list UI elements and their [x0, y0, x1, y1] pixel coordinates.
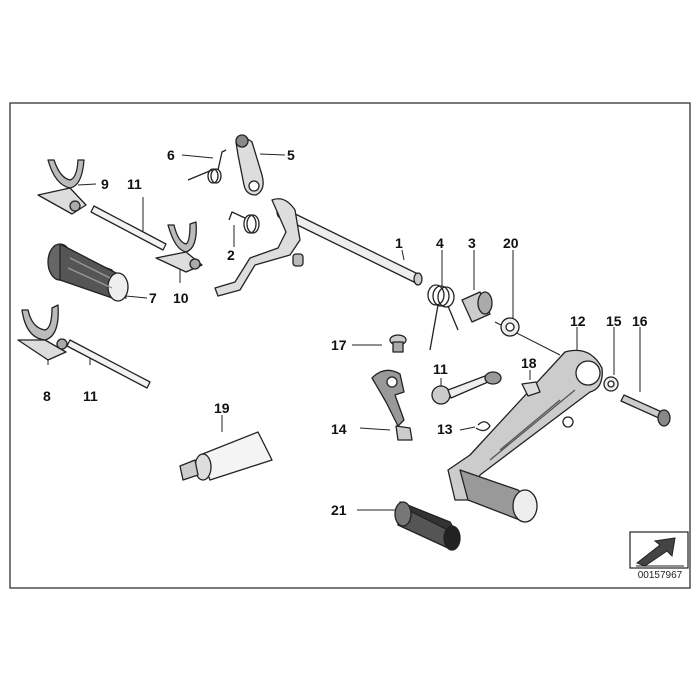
navigation-arrow-icon[interactable]	[629, 531, 689, 569]
callout-4[interactable]: 4	[436, 235, 444, 251]
callout-18[interactable]: 17	[331, 337, 347, 353]
callout-12[interactable]: 11	[433, 361, 448, 377]
selector-lever	[235, 134, 264, 196]
callout-7[interactable]: 7	[149, 290, 157, 306]
callout-3[interactable]: 3	[468, 235, 476, 251]
diagram-number: 00157967	[637, 570, 683, 581]
return-spring	[427, 284, 459, 351]
torsion-spring-lever	[228, 211, 260, 234]
washer	[500, 317, 520, 337]
callout-16[interactable]: 15	[606, 313, 622, 329]
pedal-rubber	[394, 501, 461, 551]
shift-fork-middle	[155, 221, 203, 273]
callout-19[interactable]: 18	[521, 355, 537, 371]
callout-11-lower[interactable]: 11	[83, 388, 98, 404]
shift-drum	[47, 243, 129, 302]
spring-clip	[475, 421, 491, 432]
callout-5[interactable]: 5	[287, 147, 295, 163]
callout-15[interactable]: 14	[331, 421, 347, 437]
diagram-border	[9, 102, 691, 589]
shift-fork-lower	[17, 304, 68, 361]
grease-tube	[179, 431, 273, 481]
pedal-bolt	[620, 394, 671, 427]
ball-joint-rod	[431, 371, 502, 405]
pedal-washer	[603, 376, 619, 392]
shift-pedal	[447, 349, 603, 523]
shift-fork-upper	[37, 159, 87, 215]
callout-17[interactable]: 16	[632, 313, 648, 329]
bushing	[461, 291, 493, 323]
callout-2[interactable]: 2	[227, 247, 235, 263]
shift-shaft	[214, 198, 423, 297]
callout-13[interactable]: 12	[570, 313, 586, 329]
screw	[389, 334, 407, 353]
callout-14[interactable]: 13	[437, 421, 453, 437]
callout-11-upper[interactable]: 11	[127, 176, 142, 192]
shift-rod-lower	[66, 339, 151, 389]
callout-9[interactable]: 9	[101, 176, 109, 192]
callout-10[interactable]: 10	[173, 290, 189, 306]
callout-1[interactable]: 1	[395, 235, 403, 251]
shift-rod-upper	[90, 205, 167, 251]
callout-22[interactable]: 21	[331, 502, 347, 518]
hex-nut	[521, 381, 541, 397]
callout-20[interactable]: 19	[214, 400, 230, 416]
linkage-arm	[371, 369, 413, 441]
torsion-spring-small	[187, 149, 227, 184]
callout-6[interactable]: 6	[167, 147, 175, 163]
callout-21[interactable]: 20	[503, 235, 519, 251]
callout-8[interactable]: 8	[43, 388, 51, 404]
